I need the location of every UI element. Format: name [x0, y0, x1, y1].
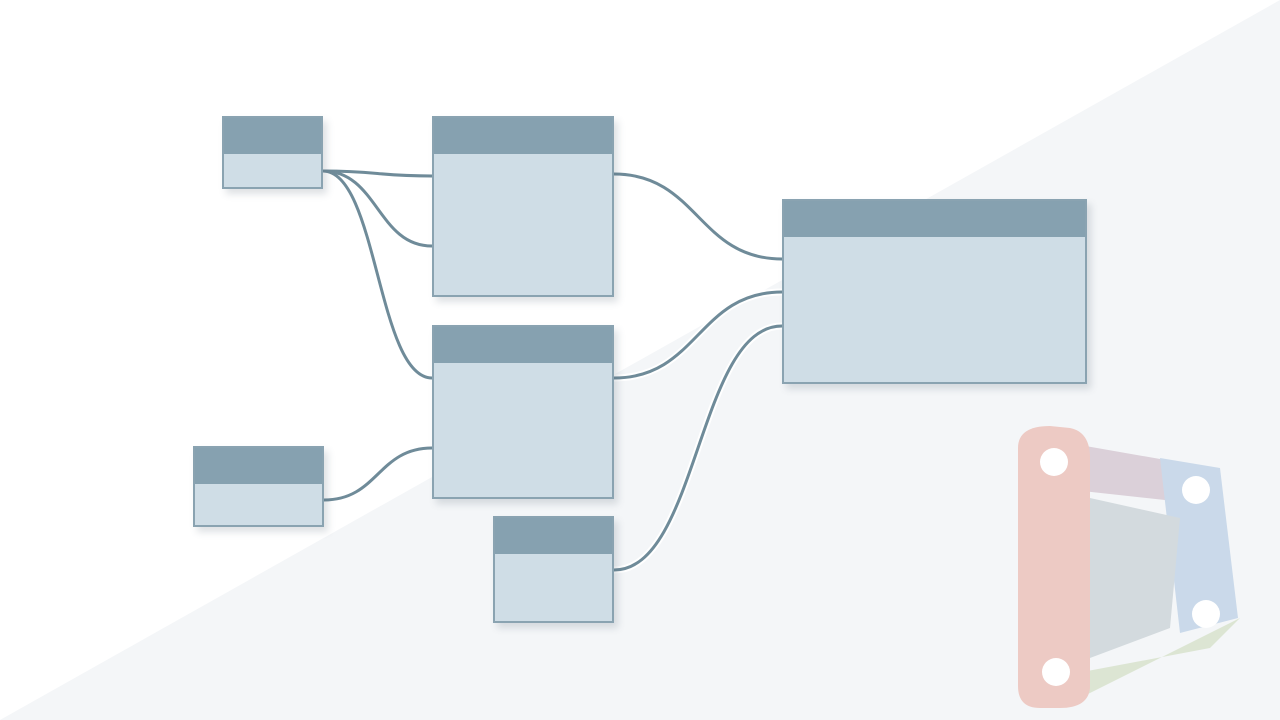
- dynamo-logo-icon: [1018, 426, 1240, 708]
- node-title: [434, 327, 612, 363]
- node-header[interactable]: [784, 201, 1085, 237]
- node-title: [224, 118, 321, 154]
- logo-dot-top-left: [1040, 448, 1068, 476]
- node-header[interactable]: [495, 518, 612, 554]
- node-title: [495, 518, 612, 554]
- logo-center-shade: [1090, 498, 1180, 658]
- node-header[interactable]: [434, 118, 612, 154]
- node-header[interactable]: [224, 118, 321, 154]
- logo-dot-bottom-left: [1042, 658, 1070, 686]
- node-header[interactable]: [195, 448, 322, 484]
- logo-band-right: [1160, 458, 1238, 633]
- node-process-b[interactable]: [432, 325, 614, 499]
- node-output[interactable]: [782, 199, 1087, 384]
- logo-dot-bottom-right: [1192, 600, 1220, 628]
- node-title: [434, 118, 612, 154]
- node-title: [195, 448, 322, 484]
- logo-dot-top-right: [1182, 476, 1210, 504]
- logo-band-bottom: [1050, 618, 1240, 703]
- node-input-a[interactable]: [222, 116, 323, 189]
- node-header[interactable]: [434, 327, 612, 363]
- node-input-b[interactable]: [193, 446, 324, 527]
- logo-band-left: [1018, 426, 1090, 708]
- node-title: [784, 201, 1085, 237]
- node-input-c[interactable]: [493, 516, 614, 623]
- node-process-a[interactable]: [432, 116, 614, 297]
